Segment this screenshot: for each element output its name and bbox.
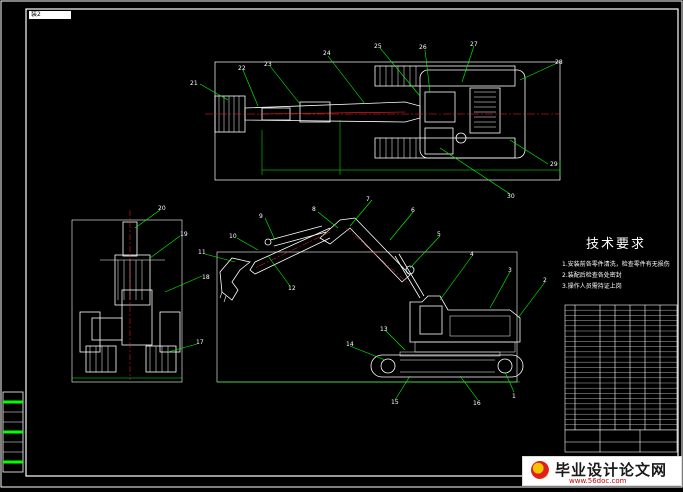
- part-label-9: 9: [259, 213, 263, 220]
- part-label-16: 16: [473, 400, 481, 407]
- frame-title-block: 装2: [29, 11, 71, 19]
- part-label-6: 6: [411, 207, 415, 214]
- part-label-12: 12: [288, 285, 296, 292]
- part-label-14: 14: [346, 341, 354, 348]
- left-strip: [2, 391, 24, 473]
- inner-border: [25, 8, 679, 477]
- part-label-2: 2: [543, 277, 547, 284]
- part-label-19: 19: [180, 231, 188, 238]
- part-label-15: 15: [391, 399, 399, 406]
- part-label-18: 18: [202, 274, 210, 281]
- part-label-13: 13: [380, 326, 388, 333]
- part-label-28: 28: [555, 59, 563, 66]
- side-view: [216, 217, 524, 383]
- part-label-27: 27: [470, 41, 478, 48]
- watermark-logo-icon: [531, 461, 549, 479]
- part-label-11: 11: [198, 249, 206, 256]
- top-view: [205, 61, 561, 181]
- watermark: 毕业设计论文网 www.56doc.com: [522, 456, 682, 486]
- watermark-title: 毕业设计论文网: [555, 461, 668, 479]
- part-label-29: 29: [550, 161, 558, 168]
- part-label-5: 5: [437, 231, 441, 238]
- part-label-7: 7: [366, 196, 370, 203]
- parts-table-rows: [565, 310, 677, 430]
- part-label-10: 10: [229, 233, 237, 240]
- top-view-leaders: [199, 45, 556, 195]
- part-label-17: 17: [196, 339, 204, 346]
- front-view: [71, 210, 183, 383]
- part-label-1: 1: [512, 393, 516, 400]
- technical-note-2: 2.装配后检查各处密封: [562, 272, 622, 279]
- technical-requirements-title: 技术要求: [586, 237, 647, 252]
- part-label-24: 24: [323, 50, 331, 57]
- part-label-30: 30: [507, 193, 515, 200]
- part-label-26: 26: [419, 44, 427, 51]
- part-label-8: 8: [312, 206, 316, 213]
- technical-note-1: 1.安装前各零件清洗，检查零件有无损伤: [562, 261, 670, 268]
- front-view-leaders: [134, 209, 203, 353]
- part-label-23: 23: [264, 61, 272, 68]
- watermark-url: www.56doc.com: [569, 477, 627, 485]
- part-label-4: 4: [470, 251, 474, 258]
- technical-note-3: 3.操作人员需持证上岗: [562, 283, 622, 290]
- part-label-25: 25: [374, 43, 382, 50]
- part-label-3: 3: [508, 267, 512, 274]
- part-label-20: 20: [158, 205, 166, 212]
- part-label-22: 22: [238, 65, 246, 72]
- side-view-leaders: [204, 199, 546, 401]
- part-label-21: 21: [190, 80, 198, 87]
